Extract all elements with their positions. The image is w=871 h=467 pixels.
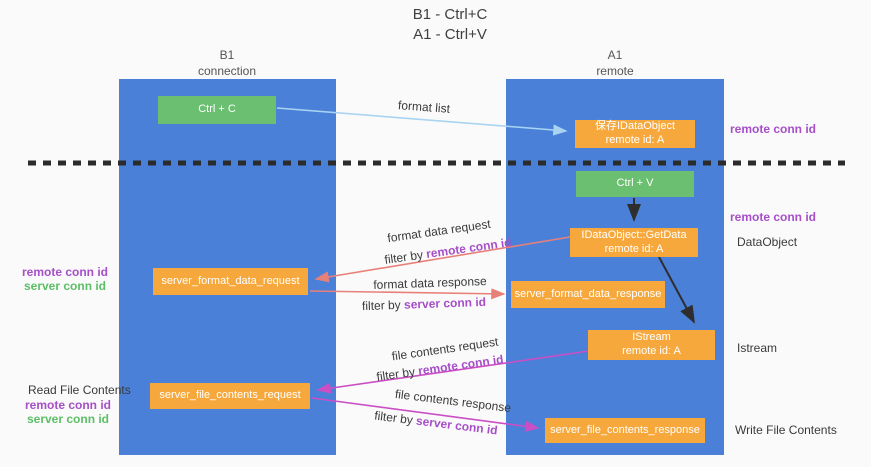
box-save-idataobject: 保存IDataObject remote id: A bbox=[575, 120, 695, 148]
label-server-conn-id-left-bottom: server conn id bbox=[26, 412, 110, 427]
label-server-conn-id-left-mid: server conn id bbox=[23, 279, 107, 294]
box-ctrl-c-label: Ctrl + C bbox=[198, 103, 236, 116]
box-ctrl-c: Ctrl + C bbox=[158, 96, 276, 124]
page-title: B1 - Ctrl+C A1 - Ctrl+V bbox=[300, 5, 600, 46]
box-server-format-data-response-label: server_format_data_response bbox=[514, 287, 662, 300]
box-save-idataobject-line1: 保存IDataObject bbox=[594, 120, 676, 133]
arrow-format-list bbox=[276, 107, 568, 136]
header-b1-connection: B1 connection bbox=[167, 47, 287, 79]
box-istream-line1: IStream bbox=[632, 331, 671, 344]
box-server-file-contents-request: server_file_contents_request bbox=[150, 383, 310, 409]
header-a1-line1: A1 bbox=[607, 48, 623, 62]
box-server-file-contents-response-label: server_file_contents_response bbox=[550, 423, 700, 436]
box-server-format-data-request-label: server_format_data_request bbox=[161, 274, 300, 287]
page-title-line2: A1 - Ctrl+V bbox=[413, 26, 487, 44]
arrow-format-data-request bbox=[314, 236, 571, 283]
box-istream: IStream remote id: A bbox=[588, 330, 715, 360]
label-dataobject: DataObject bbox=[737, 235, 798, 249]
label-remote-conn-id-mid-right: remote conn id bbox=[730, 210, 817, 224]
box-istream-line2: remote id: A bbox=[622, 345, 681, 357]
box-ctrl-v: Ctrl + V bbox=[576, 171, 694, 197]
label-remote-conn-id-left-mid: remote conn id bbox=[21, 265, 108, 279]
header-a1-line2: remote bbox=[596, 64, 634, 79]
arrow-format-data-response bbox=[309, 288, 506, 300]
label-read-file-contents: Read File Contents bbox=[28, 383, 131, 397]
box-ctrl-v-label: Ctrl + V bbox=[616, 177, 654, 190]
box-idataobject-getdata-line1: IDataObject::GetData bbox=[581, 228, 687, 241]
header-a1-remote: A1 remote bbox=[555, 47, 675, 79]
box-server-format-data-request: server_format_data_request bbox=[153, 268, 308, 295]
header-b1-line2: connection bbox=[197, 64, 257, 79]
arrow-getdata-to-istream bbox=[658, 256, 695, 324]
filter-value-server-1: server conn id bbox=[403, 294, 487, 312]
label-group-conn-ids-left-bottom: remote conn id server conn id bbox=[23, 398, 113, 427]
filter-prefix-2: filter by bbox=[361, 297, 405, 314]
box-server-file-contents-response: server_file_contents_response bbox=[545, 418, 705, 443]
label-group-conn-ids-left-mid: remote conn id server conn id bbox=[20, 265, 110, 294]
box-idataobject-getdata-line2: remote id: A bbox=[604, 242, 664, 255]
label-istream: Istream bbox=[737, 341, 778, 355]
box-server-file-contents-request-label: server_file_contents_request bbox=[159, 389, 301, 402]
label-remote-conn-id-left-bottom: remote conn id bbox=[24, 398, 111, 412]
box-idataobject-getdata: IDataObject::GetData remote id: A bbox=[570, 228, 698, 257]
label-write-file-contents: Write File Contents bbox=[735, 423, 837, 437]
page-title-line1: B1 - Ctrl+C bbox=[412, 6, 488, 23]
arrow-file-contents-request bbox=[316, 350, 590, 394]
box-save-idataobject-line2: remote id: A bbox=[605, 134, 665, 146]
header-b1-line1: B1 bbox=[219, 48, 235, 62]
box-server-format-data-response: server_format_data_response bbox=[511, 281, 665, 308]
arrow-file-contents-response bbox=[311, 397, 540, 432]
label-remote-conn-id-top-right: remote conn id bbox=[730, 122, 817, 136]
